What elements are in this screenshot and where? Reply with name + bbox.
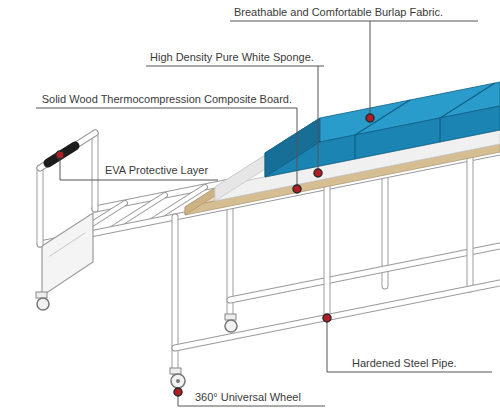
- callout-label: EVA Protective Layer: [105, 164, 208, 177]
- leader-lines: [36, 21, 492, 406]
- callout-label: 360° Universal Wheel: [195, 391, 301, 404]
- callout-label: Solid Wood Thermocompression Composite B…: [42, 93, 292, 106]
- fabric-mattress: [265, 82, 500, 177]
- callout-label: Breathable and Comfortable Burlap Fabric…: [234, 6, 443, 19]
- caster-wheels: [36, 292, 237, 388]
- callout-label: Hardened Steel Pipe.: [352, 357, 457, 370]
- callout-label: High Density Pure White Sponge.: [150, 51, 314, 64]
- callout-dots: [56, 114, 374, 396]
